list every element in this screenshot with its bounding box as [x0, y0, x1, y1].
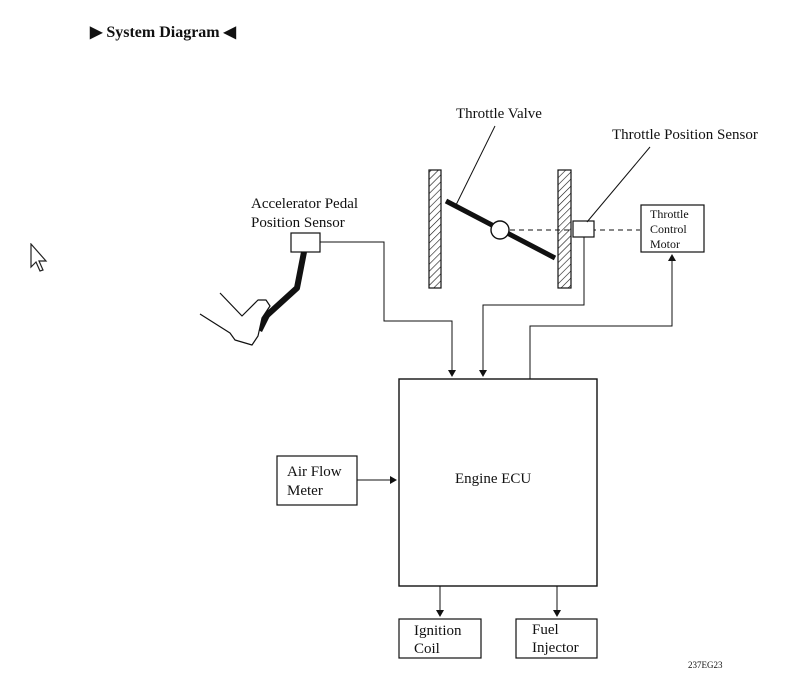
throttle-body-right-wall — [557, 169, 572, 289]
accelerator-pedal-arm — [261, 251, 307, 321]
mouse-pointer-icon — [30, 243, 48, 272]
driver-foot-icon — [199, 292, 271, 346]
page-title: System Diagram — [106, 24, 220, 41]
fuel-injector-label-2: Injector — [532, 640, 579, 656]
accelerator-sensor-to-ecu-line — [320, 241, 456, 377]
accelerator-pedal-label-2: Position Sensor — [251, 215, 345, 231]
throttle-valve-leader — [455, 125, 496, 206]
throttle-position-sensor-block — [572, 220, 595, 238]
engine-ecu-box — [398, 378, 598, 587]
throttle-control-motor-label-2: Control — [650, 222, 687, 236]
throttle-valve-shaft — [490, 220, 510, 240]
heading-right-marker: ◀ — [223, 24, 236, 41]
ignition-coil-label-2: Coil — [414, 641, 440, 657]
throttle-body-left-wall — [428, 169, 442, 289]
throttle-control-motor-box — [640, 204, 705, 253]
ignition-coil-label-1: Ignition — [414, 623, 462, 639]
throttle-control-motor-label-1: Throttle — [650, 207, 689, 221]
air-flow-meter-label-1: Air Flow — [287, 464, 342, 480]
accelerator-pedal-sensor-box — [290, 232, 321, 253]
engine-ecu-label: Engine ECU — [455, 471, 531, 487]
heading-left-marker: ▶ — [90, 24, 103, 41]
accelerator-pedal-label-1: Accelerator Pedal — [251, 196, 358, 212]
throttle-position-sensor-label: Throttle Position Sensor — [612, 127, 758, 143]
throttle-valve-label: Throttle Valve — [456, 106, 542, 122]
fuel-injector-label-1: Fuel — [532, 622, 559, 638]
air-flow-meter-label-2: Meter — [287, 483, 323, 499]
throttle-position-sensor-leader — [586, 146, 651, 223]
fuel-injector-box — [515, 618, 598, 659]
throttle-control-motor-label-3: Motor — [650, 237, 680, 251]
ignition-coil-box — [398, 618, 482, 659]
diagram-heading: ▶ System Diagram ◀ — [90, 22, 236, 42]
ecu-to-throttle-motor-line — [529, 254, 676, 379]
throttle-sensor-to-ecu-line — [479, 237, 585, 377]
figure-code: 237EG23 — [688, 660, 723, 670]
